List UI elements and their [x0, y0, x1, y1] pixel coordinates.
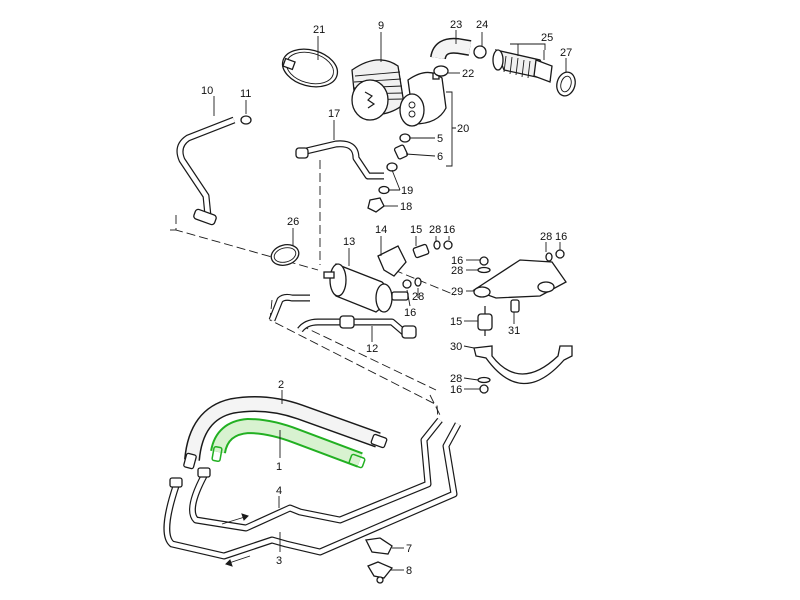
- assembly-guide-lines: [170, 160, 456, 421]
- part-1-fuel-hose-highlighted[interactable]: [210, 417, 366, 469]
- callout-16-filter[interactable]: 16: [404, 307, 416, 319]
- part-28-washer-lower[interactable]: [477, 376, 491, 384]
- part-16-nut-bracket-a[interactable]: [479, 256, 489, 266]
- part-28-washer-bracket-b[interactable]: [545, 252, 553, 262]
- callout-16-lower[interactable]: 16: [450, 384, 462, 396]
- part-16-nut-bracket-b[interactable]: [555, 249, 565, 259]
- part-16-nut-upper[interactable]: [443, 240, 453, 250]
- part-6-union-fitting[interactable]: [393, 144, 409, 160]
- part-30-pump-clamp-strap[interactable]: [473, 345, 573, 385]
- callout-10[interactable]: 10: [201, 85, 213, 97]
- callout-12[interactable]: 12: [366, 343, 378, 355]
- part-7-line-clip[interactable]: [365, 537, 393, 555]
- part-28-washer-upper[interactable]: [433, 240, 441, 250]
- callout-28-lower[interactable]: 28: [450, 373, 462, 385]
- callout-22[interactable]: 22: [462, 68, 474, 80]
- part-16-nut-lower[interactable]: [479, 384, 489, 394]
- part-25-intake-assembly[interactable]: [492, 49, 553, 83]
- callout-6[interactable]: 6: [437, 151, 443, 163]
- callout-19[interactable]: 19: [401, 185, 413, 197]
- callout-30[interactable]: 30: [450, 341, 462, 353]
- part-15-rubber-mount-upper[interactable]: [412, 243, 430, 259]
- part-31-stud[interactable]: [510, 299, 520, 313]
- callout-15-upper[interactable]: 15: [410, 224, 422, 236]
- part-16-nut-filter[interactable]: [402, 279, 412, 289]
- part-8-line-clamp[interactable]: [367, 561, 394, 584]
- part-28-washer-bracket-a[interactable]: [477, 266, 491, 274]
- callout-16-upper[interactable]: 16: [443, 224, 455, 236]
- callout-20[interactable]: 20: [457, 123, 469, 135]
- callout-2[interactable]: 2: [278, 379, 284, 391]
- part-2-fuel-hose[interactable]: [183, 396, 388, 470]
- callout-21[interactable]: 21: [313, 24, 325, 36]
- callout-28-bracket-b[interactable]: 28: [540, 231, 552, 243]
- callout-16-bracket-b[interactable]: 16: [555, 231, 567, 243]
- callout-1[interactable]: 1: [276, 461, 282, 473]
- callout-9[interactable]: 9: [378, 20, 384, 32]
- callout-3[interactable]: 3: [276, 555, 282, 567]
- part-26-clamp[interactable]: [269, 242, 301, 269]
- flow-arrow-right-icon: [221, 513, 249, 525]
- callout-25[interactable]: 25: [541, 32, 553, 44]
- part-22-hose-clamp[interactable]: [433, 65, 449, 77]
- callout-13[interactable]: 13: [343, 236, 355, 248]
- callout-14[interactable]: 14: [375, 224, 387, 236]
- part-3-fuel-line[interactable]: [163, 422, 462, 560]
- part-5-sealing-ring[interactable]: [399, 133, 411, 143]
- part-18-cap-nut[interactable]: [367, 197, 385, 213]
- part-12-pressure-line[interactable]: [297, 315, 417, 339]
- callout-16-bracket-a[interactable]: 16: [451, 255, 463, 267]
- callout-23[interactable]: 23: [450, 19, 462, 31]
- part-14-filter-bracket[interactable]: [377, 245, 407, 277]
- part-15-rubber-mount-lower[interactable]: [477, 306, 493, 336]
- callout-17[interactable]: 17: [328, 108, 340, 120]
- part-17-pressure-line[interactable]: [295, 140, 384, 180]
- part-29-bracket-plate[interactable]: [472, 259, 567, 299]
- callout-11[interactable]: 11: [240, 88, 251, 100]
- fuel-line-segment: [268, 293, 310, 322]
- callout-4[interactable]: 4: [276, 485, 282, 497]
- part-11-hose-clamp[interactable]: [240, 115, 252, 125]
- callout-28-bracket-a[interactable]: 28: [451, 265, 463, 277]
- callout-labels: 21 9 23 24 25 27 22 10 11 17 20 5 6 19 1…: [201, 19, 572, 577]
- callout-28-upper[interactable]: 28: [429, 224, 441, 236]
- part-13-fuel-filter[interactable]: [323, 263, 409, 313]
- callout-8[interactable]: 8: [406, 565, 412, 577]
- callout-31[interactable]: 31: [508, 325, 520, 337]
- callout-26[interactable]: 26: [287, 216, 299, 228]
- part-10-fuel-line[interactable]: [176, 116, 236, 226]
- part-21-hose-clamp[interactable]: [278, 43, 341, 92]
- callout-27[interactable]: 27: [560, 47, 572, 59]
- part-23-elbow-hose[interactable]: [430, 37, 472, 60]
- callout-7[interactable]: 7: [406, 543, 412, 555]
- flow-arrow-left-icon: [225, 555, 251, 567]
- part-20-fuel-pump[interactable]: [399, 71, 447, 127]
- callout-15-lower[interactable]: 15: [450, 316, 462, 328]
- part-9-rubber-sleeve[interactable]: [351, 59, 405, 121]
- part-24-hose-clamp[interactable]: [473, 45, 487, 59]
- part-27-sealing-ring[interactable]: [554, 70, 578, 98]
- callout-5[interactable]: 5: [437, 133, 443, 145]
- part-28-washer-filter[interactable]: [414, 277, 422, 287]
- part-4-fuel-line[interactable]: [188, 417, 443, 532]
- leader-lines: [213, 30, 567, 571]
- callout-29[interactable]: 29: [451, 286, 463, 298]
- callout-24[interactable]: 24: [476, 19, 488, 31]
- callout-18[interactable]: 18: [400, 201, 412, 213]
- callout-28-filter[interactable]: 28: [412, 291, 424, 303]
